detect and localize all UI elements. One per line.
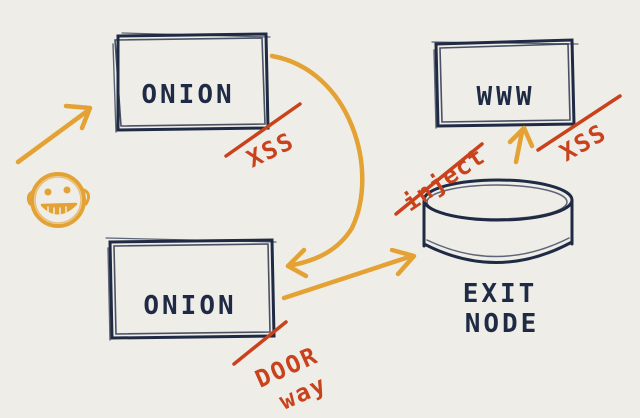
arrow-onion-to-exit-node (281, 247, 417, 301)
onion-label-top: ONION (141, 80, 234, 110)
arrow-user-to-onion (15, 103, 93, 165)
arrow-onion-to-onion (269, 53, 365, 279)
www-node (431, 38, 579, 129)
xss-slash-right (536, 94, 622, 152)
inject-slash (394, 142, 484, 216)
www-label: WWW (477, 82, 536, 112)
exit-node-label-line2: NODE (465, 309, 540, 339)
xss-slash-top (224, 102, 302, 158)
user-face-icon (26, 172, 91, 228)
exit-node-cylinder (422, 178, 574, 264)
doorway-slash (232, 320, 288, 366)
onion-label-bottom: ONION (143, 291, 236, 321)
onion-node-bottom (105, 237, 277, 341)
exit-node-label-line1: EXIT (463, 279, 538, 309)
arrow-exit-node-to-www (507, 125, 535, 165)
